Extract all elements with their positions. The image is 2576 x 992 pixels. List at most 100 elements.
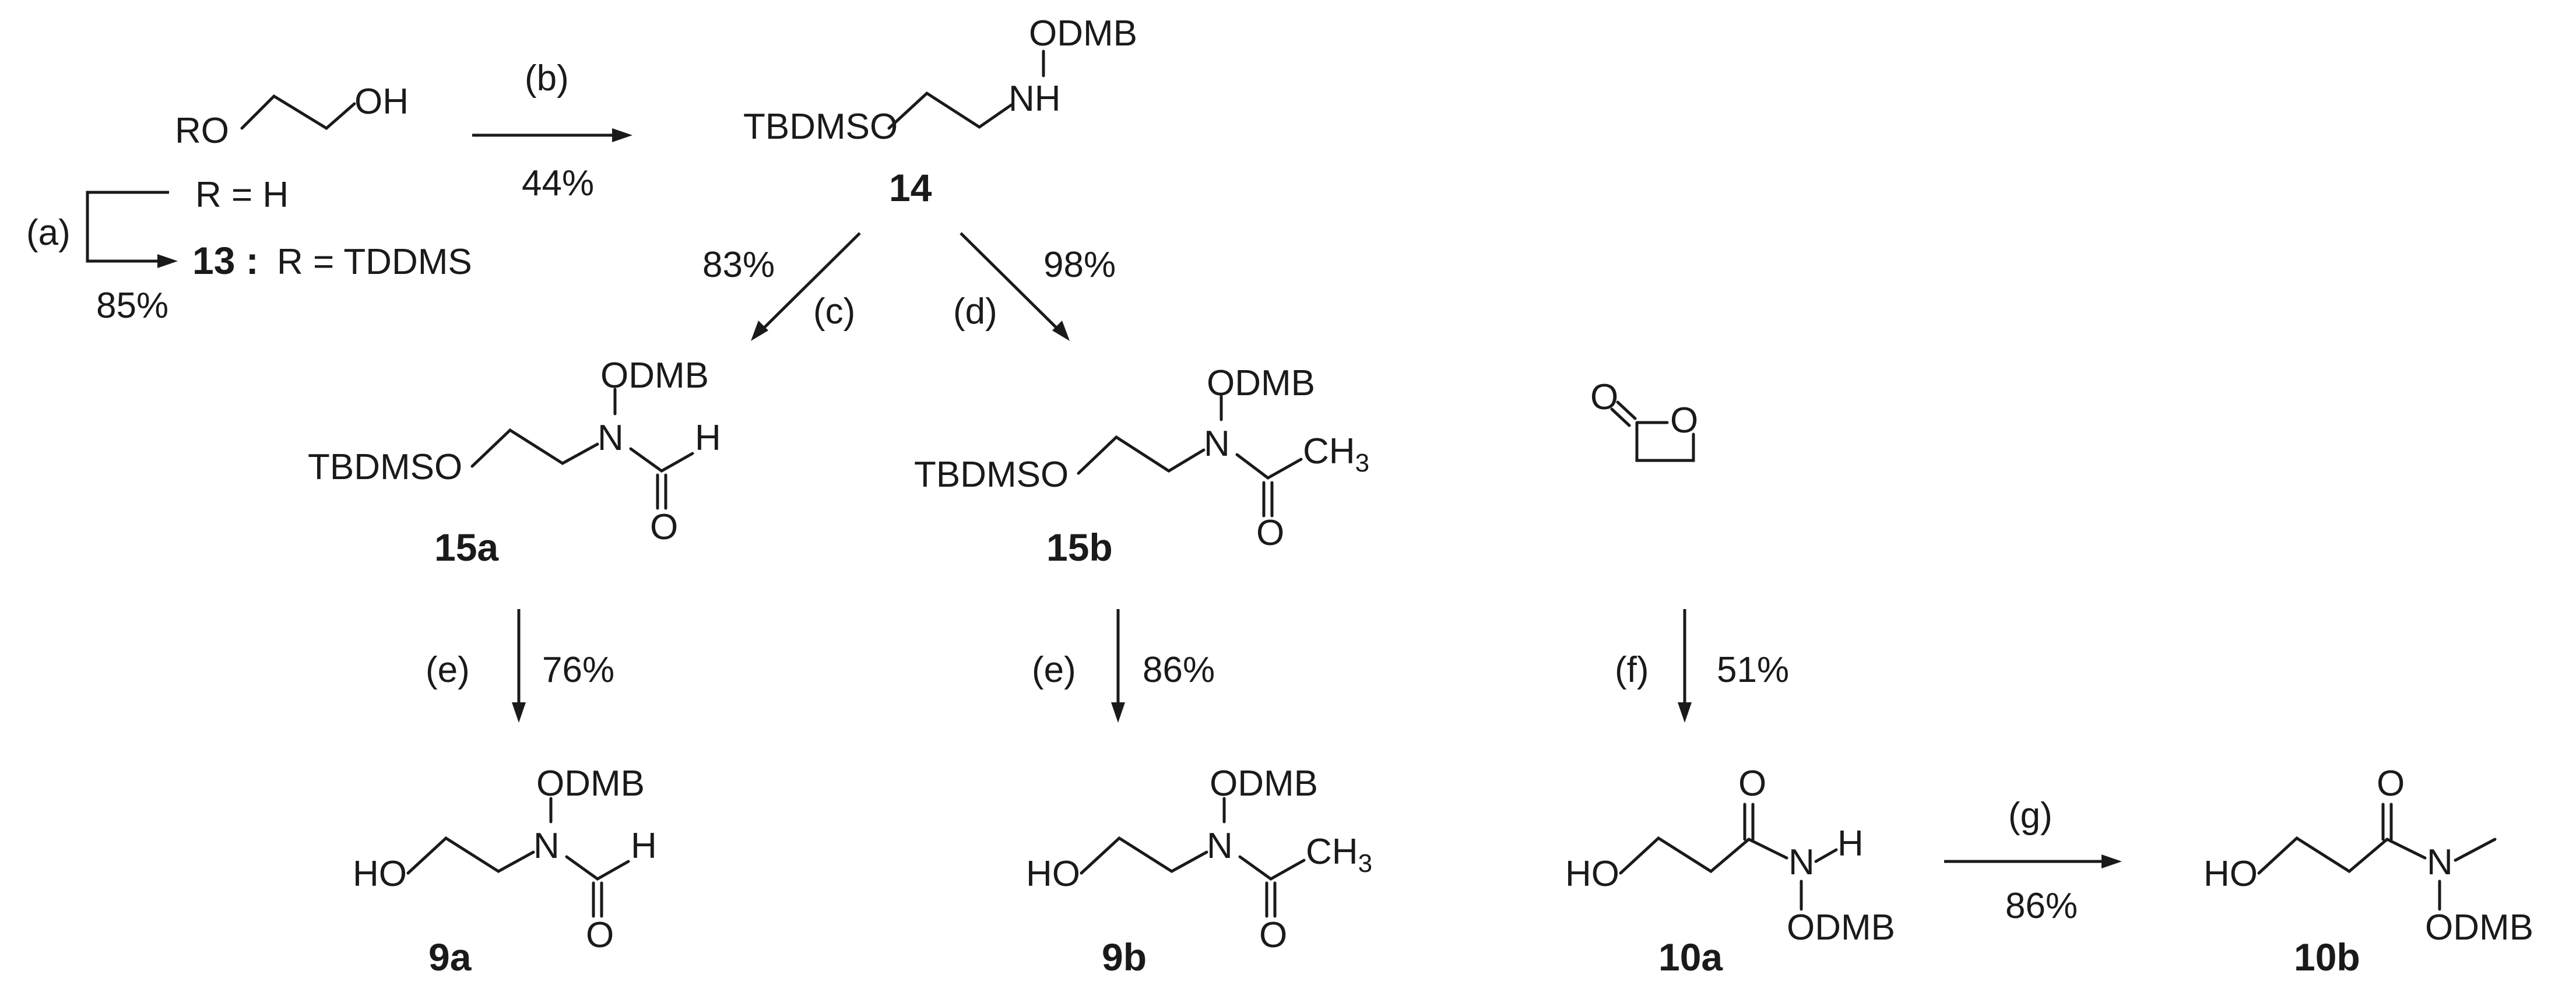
carbonyl-o-label: O <box>586 915 614 955</box>
formyl-h-label: H <box>695 418 721 458</box>
step-e-right-arrowhead <box>1111 702 1125 723</box>
oh-label: OH <box>354 82 409 122</box>
lactone-co-bond-1 <box>1616 400 1637 420</box>
n-h-bond <box>1814 848 1838 863</box>
compound-9b-number: 9b <box>1102 935 1147 979</box>
step-a-yield: 85% <box>96 286 168 326</box>
acetyl-bonds <box>1235 453 1303 480</box>
step-d-arrowhead <box>1052 321 1070 341</box>
formyl-bonds <box>565 855 630 881</box>
step-d-label: (d) <box>953 291 997 332</box>
n-label: N <box>1788 842 1815 882</box>
ch3-subscript: 3 <box>1358 849 1372 878</box>
carbonyl-o-label: O <box>2377 764 2405 804</box>
step-a-arrowhead <box>157 254 178 268</box>
compound-10b: HO O N ODMB 10b <box>2204 764 2533 979</box>
step-c-arrow-line <box>760 232 861 332</box>
step-d-arrow-line <box>960 232 1061 332</box>
step-g-arrowhead <box>2101 854 2122 868</box>
carbonyl-o-label: O <box>650 507 678 547</box>
compound-15b-chain-bonds <box>1077 435 1206 475</box>
step-e-left: (e) 76% <box>426 609 614 723</box>
n-label: N <box>2427 842 2453 882</box>
carbonyl-o-label: O <box>1738 764 1766 804</box>
step-e-right: (e) 86% <box>1032 609 1215 723</box>
step-b: (b) 44% <box>472 58 632 203</box>
ho-label: HO <box>2204 854 2258 894</box>
compound-10a-number: 10a <box>1658 935 1723 979</box>
n-label: N <box>1204 424 1230 464</box>
odmb-label: ODMB <box>600 356 709 396</box>
compound-9b: HO N ODMB CH3 O 9b <box>1026 764 1372 979</box>
step-c-label: (c) <box>813 291 855 332</box>
odmb-label: ODMB <box>2425 907 2533 948</box>
step-b-yield: 44% <box>522 163 594 203</box>
compound-13-label: 13 : <box>192 239 259 282</box>
step-g: (g) 86% <box>1944 796 2122 926</box>
lactone-ring-bonds <box>1635 421 1695 462</box>
step-c: 83% (c) <box>702 232 861 341</box>
step-a-label: (a) <box>26 213 71 253</box>
compound-14-bonds <box>887 91 1013 130</box>
n-methyl-bond <box>2454 838 2497 862</box>
odmb-label: ODMB <box>1210 764 1318 804</box>
step-f: (f) 51% <box>1615 609 1789 723</box>
ho-label: HO <box>353 854 407 894</box>
ch-text: CH <box>1303 431 1355 472</box>
ho-label: HO <box>1026 854 1080 894</box>
r-equals-tddms: R = TDDMS <box>277 242 472 282</box>
carbonyl-o-label: O <box>1259 915 1287 955</box>
compound-9a: HO N ODMB H O 9a <box>353 764 657 979</box>
beta-propiolactone: O O <box>1590 377 1698 462</box>
odmb-label: ODMB <box>1029 13 1137 54</box>
methyl-label: CH3 <box>1306 832 1372 878</box>
step-g-label: (g) <box>2008 796 2053 836</box>
compound-9b-chain-bonds <box>1080 836 1208 875</box>
step-f-yield: 51% <box>1717 650 1789 690</box>
compound-10a: HO O N H ODMB 10a <box>1565 764 1895 979</box>
step-e-right-yield: 86% <box>1143 650 1215 690</box>
odmb-label: ODMB <box>1787 907 1895 948</box>
starting-chain-bonds <box>240 94 356 131</box>
step-c-arrowhead <box>751 321 768 341</box>
acetyl-bonds <box>1238 855 1306 881</box>
compound-15a-number: 15a <box>434 526 499 569</box>
step-f-arrowhead <box>1678 702 1692 723</box>
lactone-co-bond-2 <box>1610 407 1631 427</box>
tbdmso-label: TBDMSO <box>743 107 898 147</box>
step-a: (a) 85% R = H 13 : R = TDDMS <box>26 175 472 326</box>
ho-label: HO <box>1565 854 1619 894</box>
step-b-arrowhead <box>612 128 632 142</box>
n-label: N <box>1207 826 1233 866</box>
compound-10b-chain-bonds <box>2257 836 2427 875</box>
compound-15b: TBDMSO N ODMB CH3 O 15b <box>914 363 1369 569</box>
step-e-left-yield: 76% <box>542 650 614 690</box>
odmb-label: ODMB <box>536 764 645 804</box>
step-e-right-label: (e) <box>1032 650 1076 690</box>
ch3-subscript: 3 <box>1355 449 1369 477</box>
formyl-h-label: H <box>631 826 657 866</box>
step-e-left-label: (e) <box>426 650 470 690</box>
n-label: N <box>533 826 560 866</box>
compound-10b-number: 10b <box>2294 935 2360 979</box>
nh-label: NH <box>1008 79 1061 119</box>
tbdmso-label: TBDMSO <box>308 447 462 487</box>
starting-diol: RO OH <box>175 82 409 151</box>
r-equals-h: R = H <box>195 175 289 215</box>
compound-9a-number: 9a <box>428 935 472 979</box>
step-d-yield: 98% <box>1043 245 1116 285</box>
compound-15a-chain-bonds <box>470 428 599 468</box>
step-e-left-arrowhead <box>512 702 526 723</box>
compound-15b-number: 15b <box>1046 526 1113 569</box>
lactone-ring-o: O <box>1670 400 1698 441</box>
ro-label: RO <box>175 111 229 151</box>
n-h-label: H <box>1837 824 1864 864</box>
compound-14: TBDMSO NH ODMB 14 <box>743 13 1137 209</box>
step-c-yield: 83% <box>702 245 775 285</box>
carbonyl-o-label: O <box>1256 513 1284 553</box>
step-b-label: (b) <box>525 58 569 99</box>
step-d: 98% (d) <box>953 232 1116 341</box>
compound-9a-chain-bonds <box>406 836 535 875</box>
compound-15a: TBDMSO N ODMB H O 15a <box>308 356 721 569</box>
